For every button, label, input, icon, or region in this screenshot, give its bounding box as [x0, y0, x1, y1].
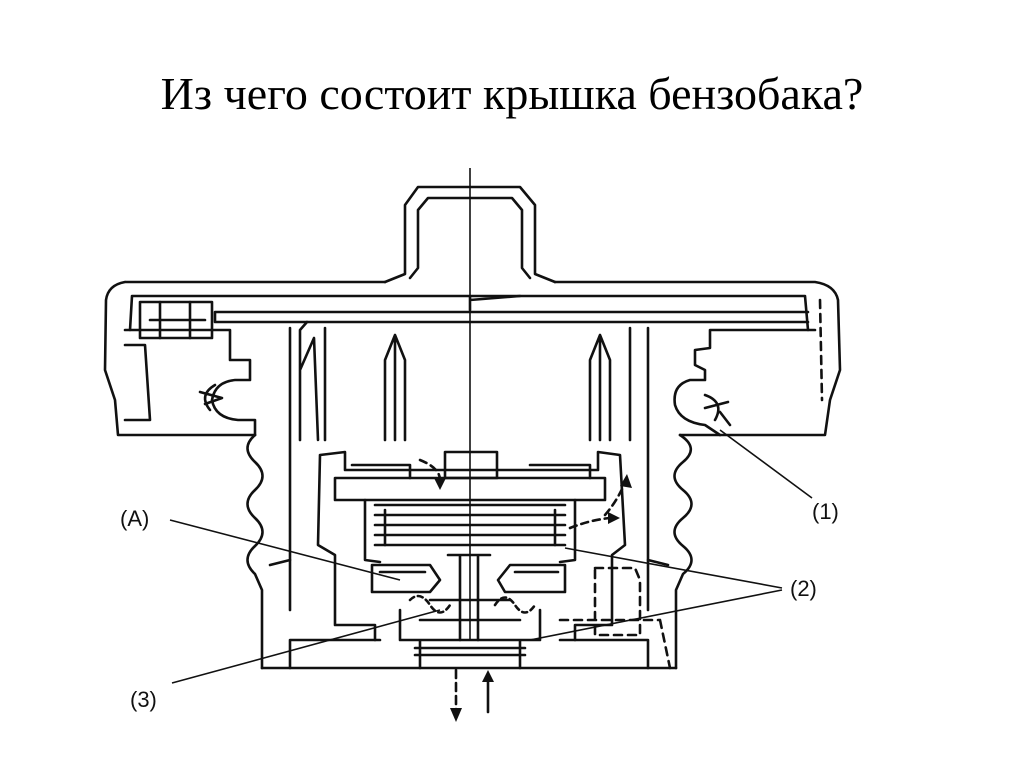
- cap-plate: [213, 310, 810, 324]
- label-2: (2): [790, 576, 817, 601]
- left-seal: [370, 563, 442, 594]
- arrowhead-right-2: [620, 474, 632, 488]
- neck-inner-walls: [268, 326, 670, 567]
- arrowhead-down: [450, 708, 462, 722]
- cap-outer-shell: [103, 280, 842, 437]
- arrowhead-up: [482, 670, 494, 682]
- leader-2-upper: [564, 547, 783, 589]
- valve-center-cap: [443, 450, 499, 480]
- left-latch-hook: [198, 383, 224, 412]
- left-thread: [246, 433, 264, 670]
- cap-handle-outer: [383, 185, 557, 284]
- spike-2: [383, 333, 407, 442]
- valve-top-plate: [333, 476, 607, 502]
- lower-valve-bars: [413, 646, 527, 657]
- left-nut-block: [138, 300, 214, 340]
- valve-stem: [446, 553, 492, 642]
- label-1: (1): [812, 499, 839, 524]
- stem-dashed-coil: [408, 594, 537, 614]
- right-flange-dashed: [818, 298, 824, 402]
- right-dashed-chamber: [558, 566, 672, 670]
- spike-3: [588, 333, 612, 442]
- arrowhead-top: [434, 478, 446, 490]
- label-3: (3): [130, 687, 157, 712]
- leader-a: [169, 519, 401, 581]
- leader-1: [719, 429, 813, 499]
- arrowhead-right-1: [608, 512, 620, 524]
- cap-plate-slope: [468, 294, 522, 312]
- right-seal: [496, 563, 567, 594]
- slide-title: Из чего состоит крышка бензобака?: [160, 68, 864, 119]
- label-a: (A): [120, 506, 149, 531]
- right-thread: [673, 433, 693, 670]
- spike-1: [298, 320, 320, 442]
- right-flange: [673, 328, 817, 437]
- left-flange: [123, 328, 257, 437]
- leader-3: [171, 609, 441, 684]
- flow-arrow-right-1: [568, 516, 612, 530]
- right-latch-hook: [703, 393, 732, 427]
- leader-2-lower: [529, 589, 783, 641]
